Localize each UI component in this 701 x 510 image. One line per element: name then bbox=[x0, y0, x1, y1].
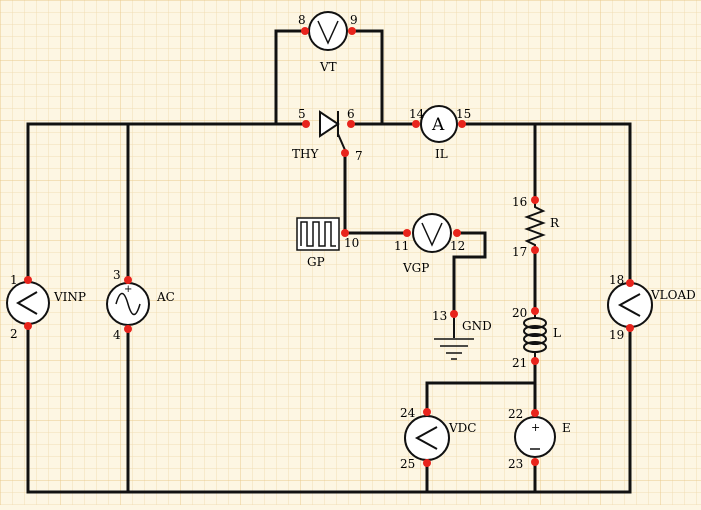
node-9[interactable] bbox=[348, 27, 356, 35]
node-8[interactable] bbox=[301, 27, 309, 35]
thyristor-thy[interactable]: THY bbox=[292, 110, 346, 161]
node-17[interactable] bbox=[531, 246, 539, 254]
node-10[interactable] bbox=[341, 229, 349, 237]
ammeter-il[interactable]: A IL bbox=[420, 105, 458, 161]
probe-arrow-icon bbox=[617, 293, 641, 317]
pin-number-8: 8 bbox=[298, 13, 306, 27]
pin-number-1: 1 bbox=[10, 273, 18, 287]
node-14[interactable] bbox=[412, 120, 420, 128]
node-12[interactable] bbox=[453, 229, 461, 237]
node-6[interactable] bbox=[347, 120, 355, 128]
pin-number-20: 20 bbox=[512, 306, 527, 320]
node-21[interactable] bbox=[531, 357, 539, 365]
wire-bottom-rail bbox=[26, 326, 632, 494]
node-4[interactable] bbox=[124, 325, 132, 333]
pin-number-22: 22 bbox=[508, 407, 523, 421]
pin-number-6: 6 bbox=[347, 107, 355, 121]
pin-number-24: 24 bbox=[400, 406, 416, 420]
label-vt: VT bbox=[319, 60, 337, 74]
label-gp: GP bbox=[307, 255, 325, 269]
pin-number-9: 9 bbox=[350, 13, 358, 27]
pin-number-21: 21 bbox=[512, 356, 527, 370]
probe-arrow-icon bbox=[414, 426, 438, 450]
voltage-probe-vdc[interactable]: VDC bbox=[404, 415, 476, 461]
voltmeter-v-icon bbox=[317, 20, 339, 45]
plus-icon: + bbox=[124, 284, 132, 295]
pin-number-18: 18 bbox=[609, 273, 624, 287]
wire-vt-right bbox=[350, 29, 384, 126]
label-vgp: VGP bbox=[402, 261, 429, 275]
label-il: IL bbox=[435, 147, 448, 161]
node-11[interactable] bbox=[403, 229, 411, 237]
square-wave-icon bbox=[300, 221, 336, 247]
wires bbox=[26, 29, 632, 494]
pin-number-23: 23 bbox=[508, 457, 523, 471]
pin-number-3: 3 bbox=[113, 268, 121, 282]
pin-number-11: 11 bbox=[394, 239, 409, 253]
node-1[interactable] bbox=[24, 276, 32, 284]
connection-nodes bbox=[24, 27, 634, 467]
pin-number-17: 17 bbox=[512, 245, 527, 259]
thyristor-icon bbox=[319, 110, 340, 138]
pin-number-13: 13 bbox=[432, 309, 447, 323]
pin-number-5: 5 bbox=[298, 107, 306, 121]
wire-vgp-to-gnd bbox=[452, 231, 487, 316]
resistor-icon bbox=[524, 200, 546, 250]
pin-numbers: 1 2 3 4 5 6 7 8 9 10 11 12 13 14 15 16 1… bbox=[10, 13, 624, 471]
ground-icon bbox=[434, 338, 474, 360]
ground-gnd[interactable]: GND bbox=[434, 314, 492, 360]
wire-vdc-top bbox=[425, 381, 537, 414]
pin-number-12: 12 bbox=[450, 239, 465, 253]
node-2[interactable] bbox=[24, 322, 32, 330]
sine-wave-icon bbox=[115, 292, 141, 316]
node-16[interactable] bbox=[531, 196, 539, 204]
node-20[interactable] bbox=[531, 307, 539, 315]
node-22[interactable] bbox=[531, 409, 539, 417]
voltage-probe-vload[interactable]: VLOAD bbox=[607, 282, 696, 328]
wire-top-right bbox=[460, 122, 632, 285]
node-13[interactable] bbox=[450, 310, 458, 318]
wire-vt-left bbox=[274, 29, 306, 126]
label-l: L bbox=[553, 326, 561, 340]
label-vload: VLOAD bbox=[650, 288, 696, 302]
label-r: R bbox=[550, 216, 560, 230]
voltmeter-vt[interactable]: VT bbox=[308, 11, 348, 74]
node-7[interactable] bbox=[341, 149, 349, 157]
inductor-l[interactable]: L bbox=[523, 311, 561, 361]
voltmeter-vgp[interactable]: VGP bbox=[402, 213, 452, 275]
node-15[interactable] bbox=[458, 120, 466, 128]
node-19[interactable] bbox=[626, 324, 634, 332]
pin-number-2: 2 bbox=[10, 327, 18, 341]
pin-number-19: 19 bbox=[609, 328, 624, 342]
ammeter-a-icon: A bbox=[431, 115, 445, 135]
resistor-r[interactable]: R bbox=[524, 200, 560, 250]
plus-icon: + bbox=[531, 421, 540, 434]
label-thy: THY bbox=[292, 147, 319, 161]
pulse-generator-gp[interactable]: GP bbox=[296, 217, 340, 269]
pin-number-10: 10 bbox=[344, 236, 359, 250]
probe-arrow-icon bbox=[16, 291, 38, 315]
label-vdc: VDC bbox=[448, 421, 476, 435]
label-ac: AC bbox=[156, 290, 175, 304]
voltmeter-v-icon bbox=[421, 222, 443, 247]
node-3[interactable] bbox=[124, 276, 132, 284]
node-25[interactable] bbox=[423, 459, 431, 467]
node-5[interactable] bbox=[302, 120, 310, 128]
pin-number-14: 14 bbox=[409, 107, 425, 121]
pin-number-7: 7 bbox=[355, 149, 363, 163]
pin-number-16: 16 bbox=[512, 195, 527, 209]
label-vinp: VINP bbox=[53, 290, 86, 304]
label-gnd: GND bbox=[462, 319, 492, 333]
pin-number-25: 25 bbox=[400, 457, 415, 471]
label-e: E bbox=[562, 421, 571, 435]
node-24[interactable] bbox=[423, 408, 431, 416]
node-23[interactable] bbox=[531, 458, 539, 466]
node-18[interactable] bbox=[626, 279, 634, 287]
pin-number-15: 15 bbox=[456, 107, 471, 121]
pin-number-4: 4 bbox=[113, 328, 121, 342]
